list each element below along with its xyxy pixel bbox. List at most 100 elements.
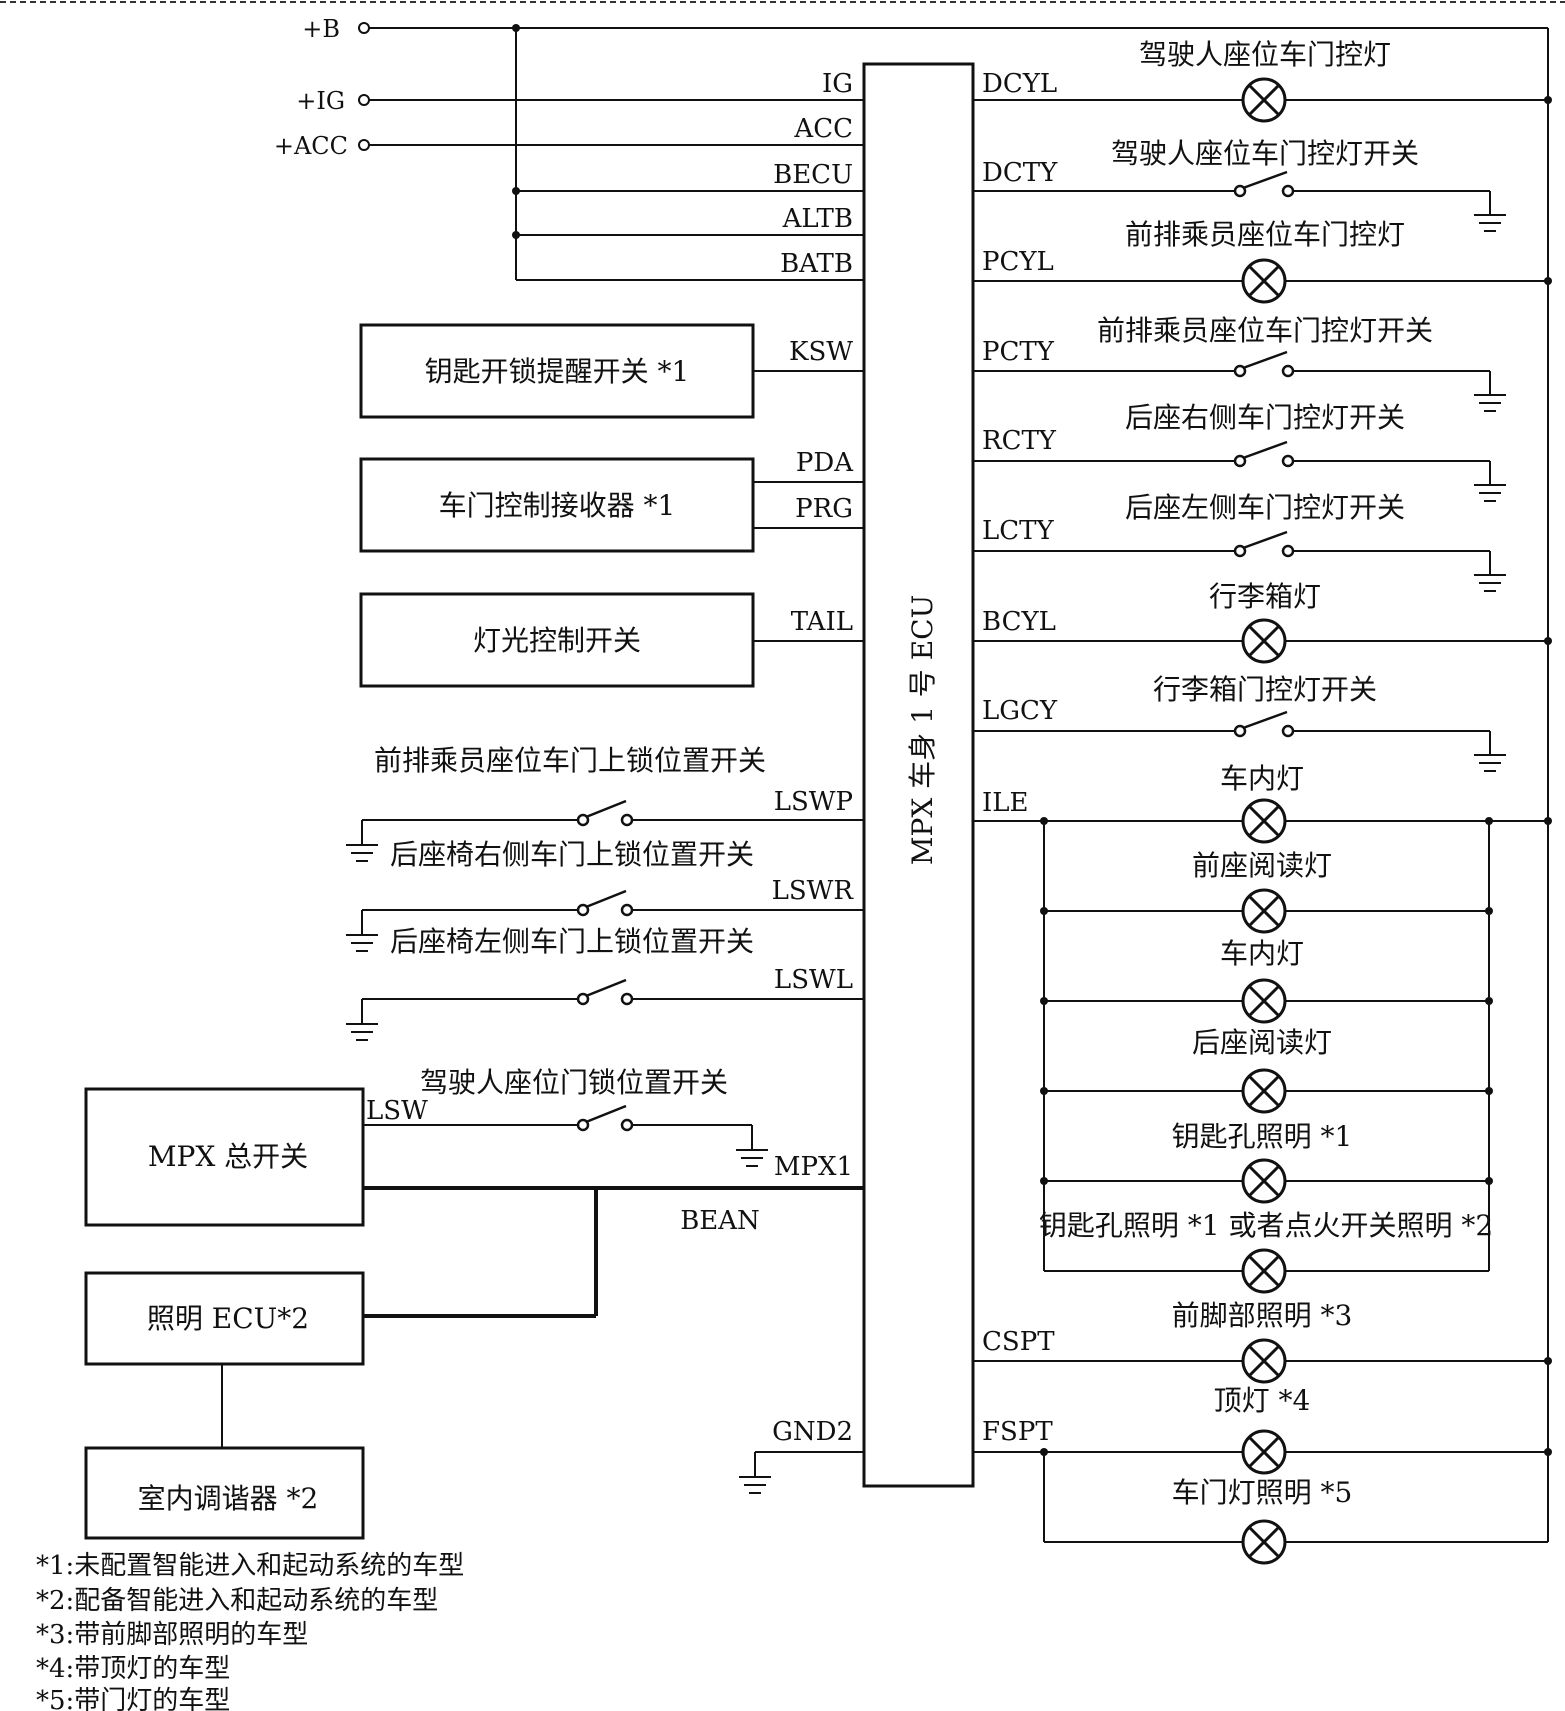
front-reading-lamp-symbol	[1241, 888, 1287, 934]
key-hole-or-ignition-illumination-label: 钥匙孔照明 *1 或者点火开关照明 *2	[1039, 1209, 1493, 1242]
lighting-ecu-label: 照明 ECU*2	[147, 1302, 309, 1335]
pin-lswr: LSWR	[772, 876, 855, 906]
note-4: *4:带顶灯的车型	[36, 1654, 230, 1684]
front-reading-lamp-label: 前座阅读灯	[1192, 849, 1332, 882]
pin-tail: TAIL	[791, 607, 853, 637]
ground-rear-left-door-courtesy-switch	[1474, 574, 1506, 592]
dome-lamp-label: 顶灯 *4	[1214, 1384, 1311, 1417]
driver-door-courtesy-lamp-label: 驾驶人座位车门控灯	[1139, 38, 1391, 71]
right-label-group: 驾驶人座位车门控灯 驾驶人座位车门控灯开关 前排乘员座位车门控灯 前排乘员座位车…	[1039, 38, 1493, 1509]
junction-dot	[1040, 997, 1048, 1005]
lock-switch-lsw	[576, 1104, 634, 1132]
ground-passenger-door-courtesy-switch	[1474, 394, 1506, 412]
pin-lswl: LSWL	[774, 965, 853, 995]
pin-dcty: DCTY	[982, 158, 1058, 188]
ground-luggage-door-courtesy-switch	[1474, 754, 1506, 772]
key-hole-illumination-label: 钥匙孔照明 *1	[1172, 1120, 1353, 1153]
ground-lswp	[346, 844, 378, 862]
junction-dot	[1040, 907, 1048, 915]
room-tuner-box	[84, 1446, 365, 1540]
pin-bean: BEAN	[680, 1206, 760, 1236]
junction-dot	[1485, 1177, 1493, 1185]
junction-b	[512, 24, 520, 32]
junction-dot	[1040, 1087, 1048, 1095]
key-reminder-switch-box	[359, 323, 755, 419]
pin-fspt: FSPT	[982, 1417, 1053, 1447]
pin-batb: BATB	[780, 249, 853, 279]
door-lamp-illumination-symbol	[1241, 1519, 1287, 1565]
key-hole-or-ignition-illumination-symbol	[1241, 1248, 1287, 1294]
interior-lamp-2-symbol	[1241, 978, 1287, 1024]
pin-lgcy: LGCY	[982, 696, 1058, 726]
pin-lcty: LCTY	[982, 516, 1055, 546]
driver-door-courtesy-switch-symbol	[1233, 170, 1295, 198]
rear-reading-lamp-label: 后座阅读灯	[1192, 1026, 1332, 1059]
pin-pcyl: PCYL	[982, 247, 1054, 277]
pin-ile: ILE	[982, 788, 1029, 818]
light-control-switch-box	[359, 592, 755, 688]
supply-ig-label: +IG	[296, 87, 345, 115]
luggage-door-courtesy-switch-label: 行李箱门控灯开关	[1153, 673, 1377, 706]
foot-illumination-symbol	[1241, 1338, 1287, 1384]
lock-switch-lswl	[576, 978, 634, 1006]
pin-lsw: LSW	[366, 1096, 428, 1126]
note-1: *1:未配置智能进入和起动系统的车型	[36, 1551, 464, 1581]
pin-mpx1: MPX1	[774, 1152, 853, 1182]
rear-reading-lamp-symbol	[1241, 1068, 1287, 1114]
junction-dot	[1544, 1357, 1552, 1365]
junction-dot	[1040, 1177, 1048, 1185]
junction-dot	[1485, 1087, 1493, 1095]
pin-bcyl: BCYL	[982, 607, 1056, 637]
rear-right-door-courtesy-switch-symbol	[1233, 440, 1295, 468]
door-lamp-illumination-label: 车门灯照明 *5	[1172, 1476, 1353, 1509]
light-control-switch-label: 灯光控制开关	[473, 624, 641, 657]
junction-becu	[512, 187, 520, 195]
right-pin-group: DCYL DCTY PCYL PCTY RCTY LCTY BCYL LGCY …	[982, 69, 1058, 1447]
lighting-ecu-box	[84, 1271, 365, 1366]
junction-dot	[1040, 1448, 1048, 1456]
ecu-box	[862, 62, 975, 1488]
luggage-door-courtesy-switch-symbol	[1233, 710, 1295, 738]
rear-left-door-courtesy-switch-symbol	[1233, 530, 1295, 558]
junction-dot	[1485, 997, 1493, 1005]
driver-door-courtesy-lamp-symbol	[1241, 77, 1287, 123]
ground-lswr	[346, 934, 378, 952]
supply-b-label: +B	[302, 15, 340, 43]
interior-lamp-2-label: 车内灯	[1220, 937, 1304, 970]
supply-acc-label: +ACC	[274, 132, 348, 160]
door-receiver-box	[359, 457, 755, 553]
lock-switch-lswp	[576, 799, 634, 827]
passenger-door-courtesy-lamp-label: 前排乘员座位车门控灯	[1125, 218, 1405, 251]
driver-door-courtesy-switch-label: 驾驶人座位车门控灯开关	[1111, 137, 1419, 170]
door-receiver-label: 车门控制接收器 *1	[439, 489, 676, 522]
pin-becu: BECU	[773, 160, 853, 190]
lock-switch-driver-label: 驾驶人座位门锁位置开关	[420, 1066, 728, 1099]
pin-altb: ALTB	[782, 204, 853, 234]
terminal-acc	[358, 139, 370, 151]
ground-rear-right-door-courtesy-switch	[1474, 484, 1506, 502]
lock-switch-rear-left-label: 后座椅左侧车门上锁位置开关	[390, 925, 754, 958]
junction-dot	[1544, 817, 1552, 825]
mpx-master-switch-label: MPX 总开关	[148, 1140, 308, 1173]
pin-pcty: PCTY	[982, 337, 1055, 367]
passenger-door-courtesy-lamp-symbol	[1241, 258, 1287, 304]
junction-dot	[1544, 637, 1552, 645]
pin-pda: PDA	[796, 448, 854, 478]
dome-lamp-symbol	[1241, 1429, 1287, 1475]
pin-gnd2: GND2	[772, 1417, 853, 1447]
junction-dot	[1040, 817, 1048, 825]
pin-lswp: LSWP	[774, 787, 853, 817]
ground-gnd2	[739, 1476, 771, 1494]
pin-ig: IG	[822, 69, 853, 99]
key-hole-illumination-symbol	[1241, 1158, 1287, 1204]
ground-driver-door-courtesy-switch	[1474, 214, 1506, 232]
ground-lswl	[346, 1023, 378, 1041]
rear-right-door-courtesy-switch-label: 后座右侧车门控灯开关	[1125, 401, 1405, 434]
lock-switch-lswr	[576, 889, 634, 917]
junction-dot	[1544, 96, 1552, 104]
foot-illumination-label: 前脚部照明 *3	[1172, 1299, 1353, 1332]
luggage-lamp-symbol	[1241, 618, 1287, 664]
junction-dot	[1485, 817, 1493, 825]
pin-cspt: CSPT	[982, 1327, 1055, 1357]
